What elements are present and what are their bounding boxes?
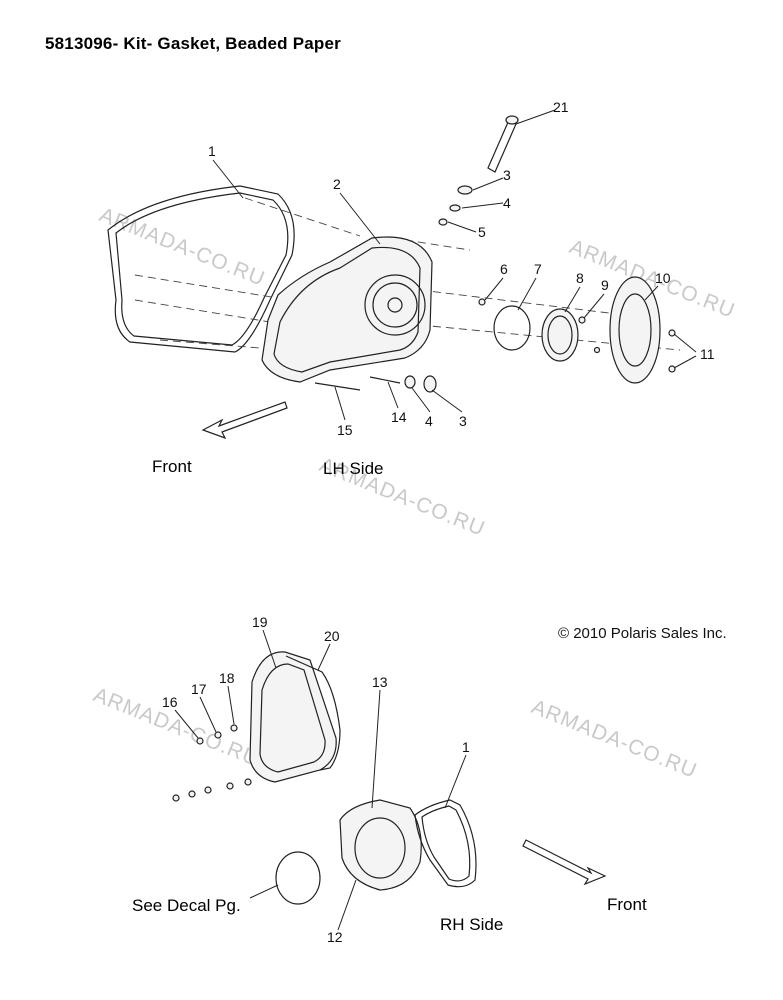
rh-decal-label: See Decal Pg. [132, 896, 241, 915]
fastener-16 [196, 737, 204, 745]
bolt-14 [369, 376, 401, 384]
front-arrow-lh [201, 401, 288, 440]
callout-lh-8: 8 [576, 270, 584, 286]
inspection-gasket [493, 305, 531, 351]
inspection-cover-ring-inner [547, 315, 573, 355]
rh-front-label: Front [607, 895, 647, 914]
screw-8a [593, 346, 601, 354]
fastener-17 [214, 731, 222, 739]
seal-upper [457, 185, 473, 195]
screw-9 [578, 316, 586, 324]
dipstick [487, 119, 517, 173]
watermark-1: ARMADA-CO.RU [96, 203, 268, 290]
callout-lh-9: 9 [601, 277, 609, 293]
rh-side-view: © 2010 Polaris Sales Inc. [132, 614, 727, 945]
lh-front-label: Front [152, 457, 192, 476]
lh-side-view: 1 2 21 3 4 5 6 7 8 9 10 11 14 4 3 15 Fro… [107, 99, 715, 478]
align-line-7 [404, 239, 471, 251]
cover-plate-13-opening [354, 817, 406, 879]
callout-lh-6: 6 [500, 261, 508, 277]
copyright-text: © 2010 Polaris Sales Inc. [558, 625, 727, 642]
fastener-row-3 [204, 786, 212, 794]
align-line-1 [244, 197, 361, 237]
fastener-18 [230, 724, 238, 732]
screw-6 [478, 298, 486, 306]
cam-cover-inner [259, 663, 326, 773]
lh-callouts: 1 2 21 3 4 5 6 7 8 9 10 11 14 4 3 15 [208, 99, 715, 438]
callout-lh-15: 15 [337, 422, 353, 438]
callout-lh-3: 3 [503, 167, 511, 183]
front-arrow-rh [522, 839, 607, 886]
rh-leader-lines [174, 629, 467, 931]
cam-cover [249, 651, 337, 783]
screw-11a [668, 329, 676, 337]
callout-lh-3b: 3 [459, 413, 467, 429]
gasket-rh-outline [414, 799, 477, 888]
callout-rh-20: 20 [324, 628, 340, 644]
cover-inspection-hub [387, 297, 403, 313]
callout-rh-18: 18 [219, 670, 235, 686]
fastener-row-1 [172, 794, 180, 802]
callout-lh-14: 14 [391, 409, 407, 425]
callout-lh-4b: 4 [425, 413, 433, 429]
callout-lh-1: 1 [208, 143, 216, 159]
callout-lh-5: 5 [478, 224, 486, 240]
callout-lh-7: 7 [534, 261, 542, 277]
primary-cover-lh [261, 236, 433, 383]
seal-lower [423, 375, 437, 393]
page-title: 5813096- Kit- Gasket, Beaded Paper [45, 34, 341, 53]
callout-lh-21: 21 [553, 99, 569, 115]
callout-rh-13: 13 [372, 674, 388, 690]
screw-11b [668, 365, 676, 373]
derby-cover [609, 276, 661, 384]
rh-side-label: RH Side [440, 915, 503, 934]
decal-disc [275, 851, 321, 905]
callout-lh-10: 10 [655, 270, 671, 286]
lh-side-label: LH Side [323, 459, 383, 478]
watermark-5: ARMADA-CO.RU [528, 695, 700, 782]
rh-callouts: 19 20 18 17 16 13 1 12 [162, 614, 470, 945]
align-line-2 [134, 274, 291, 301]
callout-lh-11: 11 [700, 346, 715, 362]
callout-lh-2: 2 [333, 176, 341, 192]
gasket-lh-inner [115, 192, 289, 346]
callout-rh-12: 12 [327, 929, 343, 945]
callout-lh-4: 4 [503, 195, 511, 211]
gasket-rh-inner [421, 805, 471, 882]
cover-inspection-inner [372, 282, 418, 328]
callout-rh-16: 16 [162, 694, 178, 710]
fastener-row-5 [244, 778, 252, 786]
plug-upper [438, 218, 448, 226]
callout-rh-19: 19 [252, 614, 268, 630]
bolt-15 [314, 382, 361, 391]
derby-cover-inner [618, 293, 652, 367]
lh-leader-lines [212, 109, 697, 421]
callout-rh-17: 17 [191, 681, 207, 697]
cover-plate-13 [339, 799, 422, 891]
primary-cover-lh-rim [273, 246, 421, 373]
gasket-lh-outline [107, 185, 295, 353]
align-line-3 [134, 299, 271, 323]
o-ring-lower [404, 375, 416, 389]
o-ring-upper [449, 204, 461, 212]
callout-rh-1: 1 [462, 739, 470, 755]
cover-inspection-ring [364, 274, 426, 336]
cam-cover-gasket [285, 655, 341, 771]
dipstick-cap [505, 115, 519, 125]
fastener-row-2 [188, 790, 196, 798]
fastener-row-4 [226, 782, 234, 790]
